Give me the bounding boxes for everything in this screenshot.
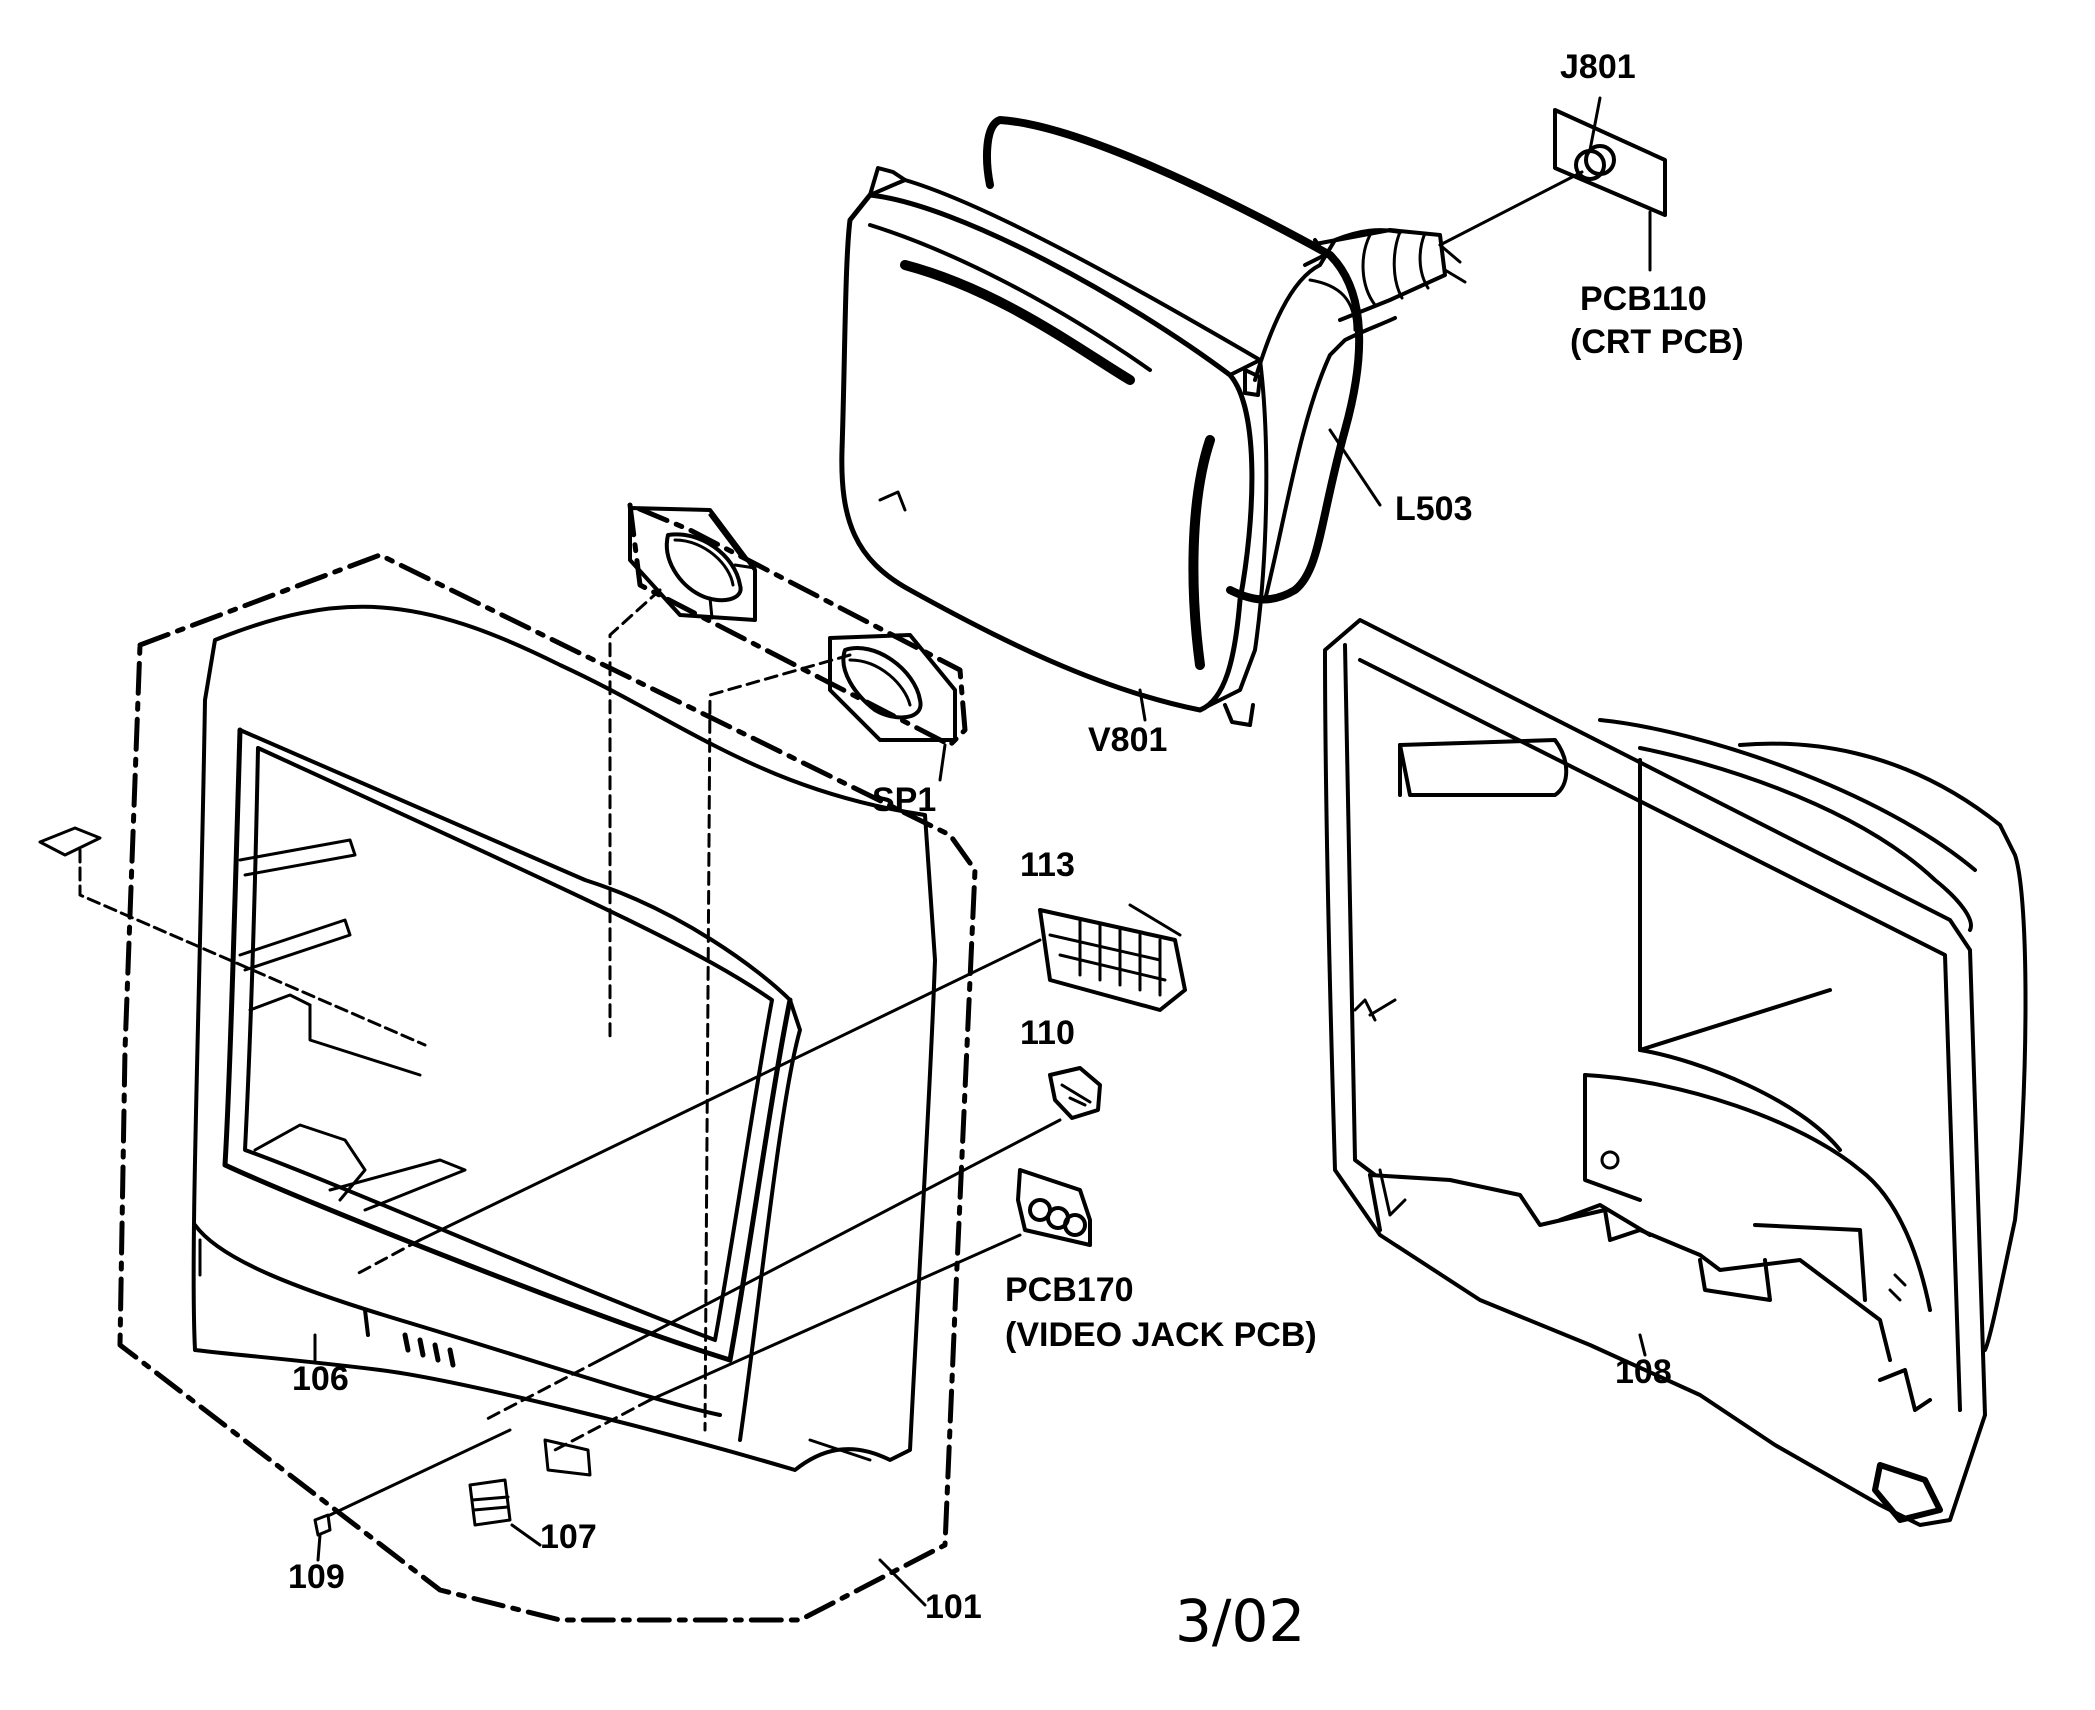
label-v801: V801	[1088, 721, 1168, 759]
diagram-date: 3/02	[1175, 1587, 1306, 1655]
front-cabinet-106	[191, 604, 937, 1477]
back-cabinet-108	[1323, 618, 2028, 1527]
label-113: 113	[1020, 846, 1075, 884]
deflection-yoke-l503	[983, 116, 1364, 604]
label-l503: L503	[1395, 490, 1473, 528]
label-j801: J801	[1560, 48, 1636, 86]
assembly-leader-lines	[313, 428, 1647, 1607]
crt-picture-tube	[839, 116, 1467, 727]
part-110	[1048, 1066, 1102, 1120]
label-101: 101	[925, 1588, 982, 1626]
label-pcb170-desc: (VIDEO JACK PCB)	[1005, 1316, 1317, 1354]
label-108: 108	[1615, 1353, 1672, 1391]
connector-113	[1038, 903, 1187, 1012]
part-107	[468, 1478, 512, 1527]
label-109: 109	[288, 1558, 345, 1596]
label-110: 110	[1020, 1014, 1075, 1052]
screw-109	[313, 1513, 332, 1537]
label-107: 107	[540, 1518, 597, 1556]
label-pcb110: PCB110	[1580, 280, 1707, 318]
front-assembly-boundary-101	[117, 552, 978, 1623]
video-jack-pcb170	[1016, 1168, 1092, 1247]
rating-label-tag	[38, 826, 427, 1047]
label-pcb170: PCB170	[1005, 1271, 1134, 1309]
crt-pcb-pcb110	[1438, 96, 1667, 272]
label-106: 106	[292, 1360, 349, 1398]
label-pcb110-desc: (CRT PCB)	[1570, 323, 1744, 361]
label-sp1: SP1	[872, 781, 937, 819]
speaker-sp1	[628, 506, 957, 742]
speaker-group-boundary	[627, 502, 968, 748]
